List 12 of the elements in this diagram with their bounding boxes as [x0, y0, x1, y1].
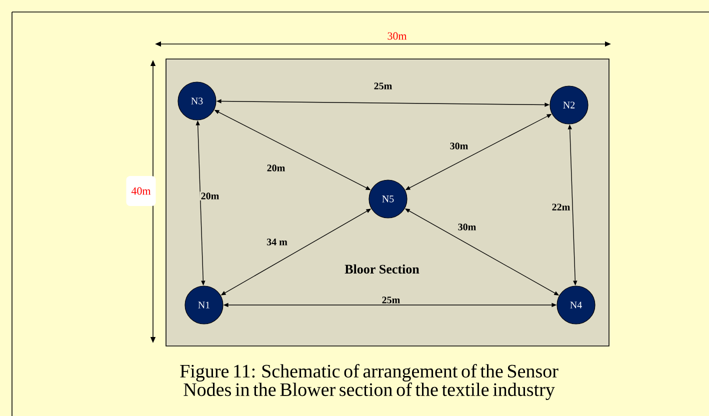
edge-label: 20m [267, 164, 285, 172]
edge-label: 34 m [266, 238, 288, 246]
edge-label: 30m [458, 224, 476, 230]
figure-caption: Figure 11: Schematic of arrangement of the Sensor Nodes in the Blower section of the textile industry [180, 364, 558, 400]
edge-label: 20m [201, 192, 219, 200]
dimension-label: 30m [388, 32, 407, 40]
edge-label: 25m [374, 82, 392, 90]
section-label: Bloor Section [344, 264, 420, 274]
dimension-label: 40m [126, 176, 156, 206]
edge-label: 30m [450, 142, 468, 150]
edge-label: 25m [382, 296, 400, 304]
edge-label: 22m [552, 204, 570, 210]
